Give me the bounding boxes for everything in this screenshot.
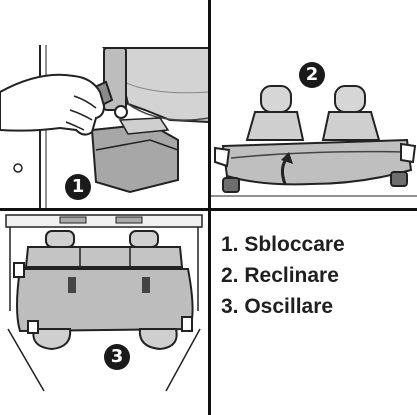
step-list: 1. Sbloccare 2. Reclinare 3. Oscillare	[221, 229, 345, 322]
recline-drawing	[211, 0, 417, 209]
panel-unlock-illustration: 1	[0, 0, 209, 209]
panel-swing-illustration: 3	[0, 211, 209, 415]
swing-drawing	[0, 211, 209, 415]
panel-step-list: 1. Sbloccare 2. Reclinare 3. Oscillare	[211, 211, 417, 415]
vertical-divider	[208, 0, 211, 415]
step-badge-2: 2	[299, 62, 325, 88]
step-badge-1: 1	[65, 174, 91, 200]
step-item-swing: 3. Oscillare	[221, 295, 334, 318]
step-item-unlock: 1. Sbloccare	[221, 233, 345, 256]
panel-recline-illustration: 2	[211, 0, 417, 209]
unlock-drawing	[0, 0, 209, 209]
step-item-recline: 2. Reclinare	[221, 264, 339, 287]
horizontal-divider	[0, 208, 417, 211]
step-badge-3: 3	[104, 344, 130, 370]
